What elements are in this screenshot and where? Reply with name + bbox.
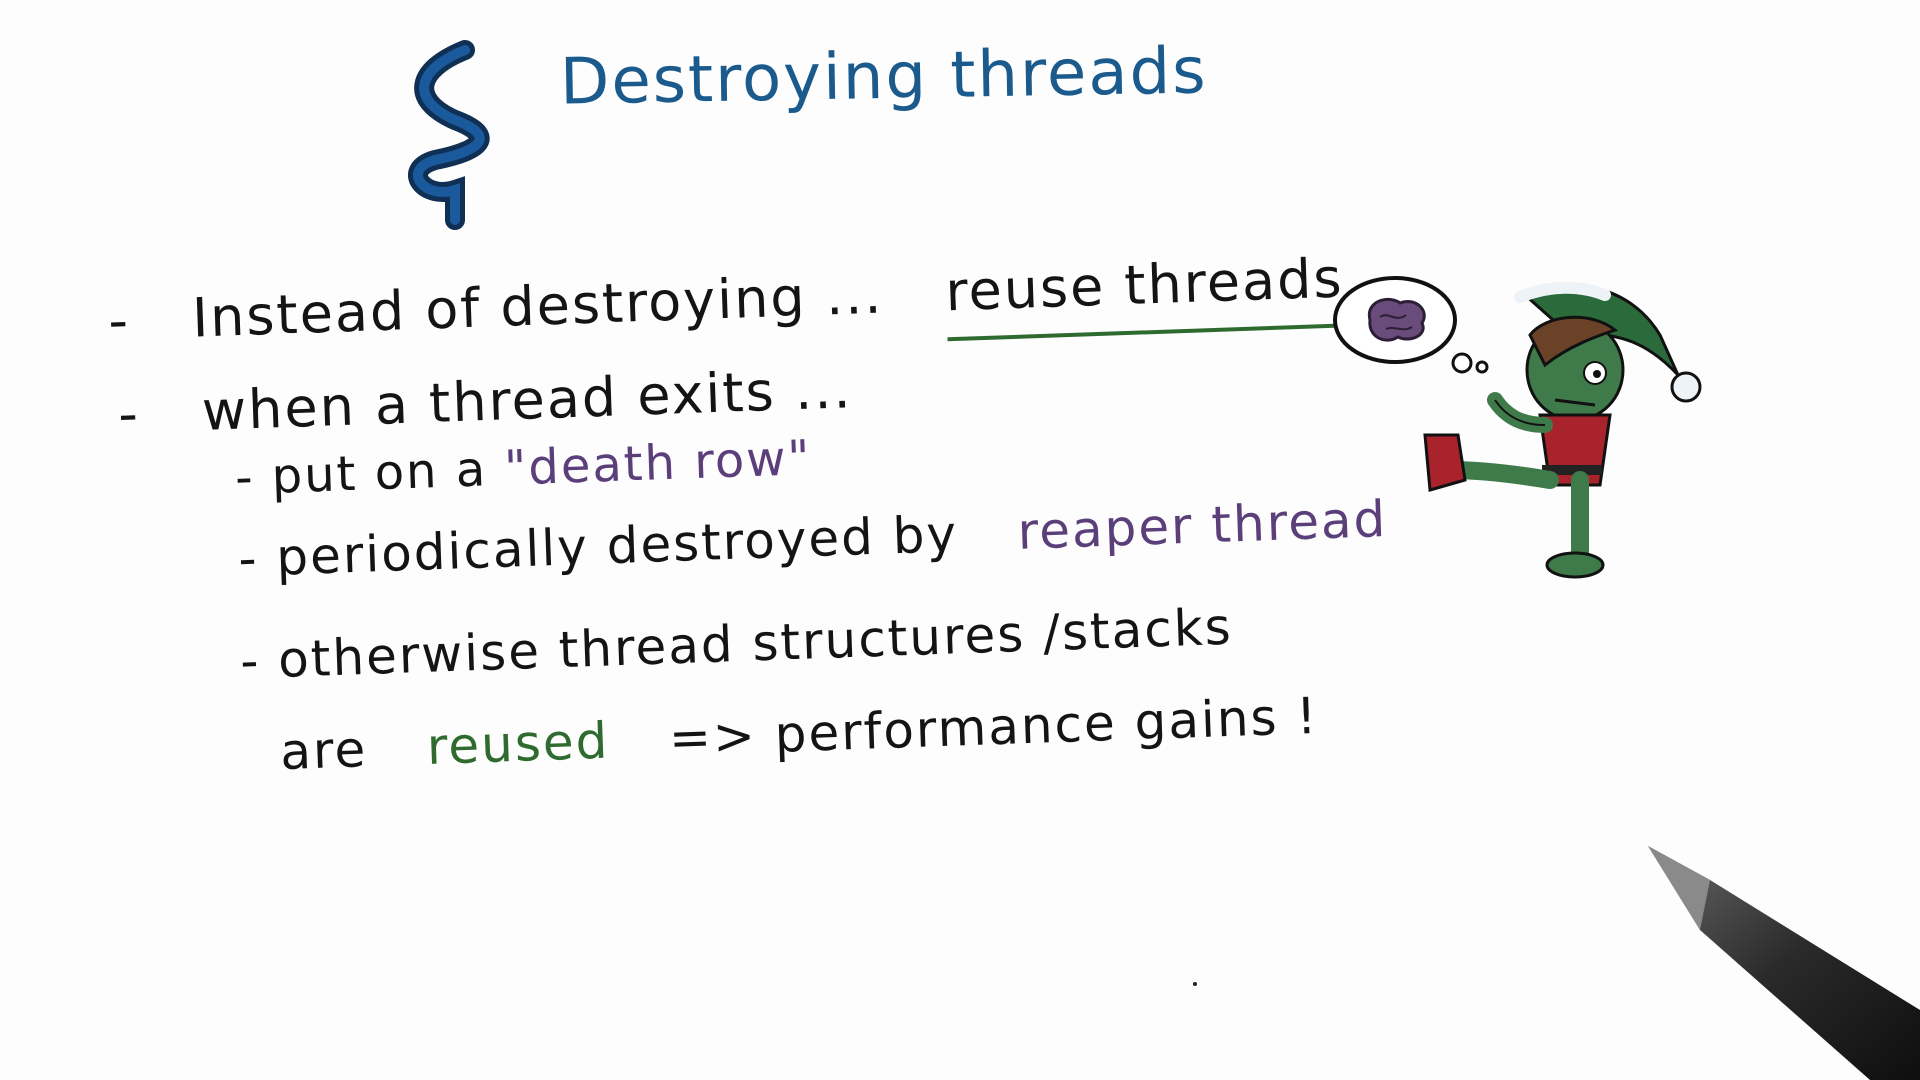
page-title: Destroying threads [559,34,1209,120]
sub-bullet-text: - otherwise thread structures /stacks [239,597,1234,691]
reuse-threads-highlight: reuse threads [944,246,1346,342]
sub-bullet-2: - periodically destroyed by reaper threa… [237,490,1388,588]
marker-pen [1648,846,1920,1080]
death-row-highlight: "death row" [503,429,813,497]
sub-bullet-text: => performance gains ! [668,686,1320,768]
bullet-dash: - [117,382,141,446]
bullet-text: Instead of destroying ... [191,262,885,350]
sub-bullet-text: - periodically destroyed by [237,504,959,589]
ink-dot [1193,982,1197,986]
sub-bullet-3-continuation: are reused => performance gains ! [279,687,1319,781]
thread-squiggle-icon [408,40,490,230]
sub-bullet-text: are [279,720,369,782]
bullet-text: when a thread exits ... [200,357,854,443]
brain-icon [1367,297,1426,342]
sub-bullet-text: - put on a [234,441,489,507]
sub-bullet-3: - otherwise thread structures /stacks [239,598,1233,691]
reused-highlight: reused [425,711,611,776]
zombie-elf-illustration [1333,276,1702,579]
sub-bullet-1: - put on a "death row" [234,430,812,506]
bullet-line-1: - Instead of destroying ... reuse thread… [107,246,1346,353]
bullet-dash: - [107,288,131,353]
